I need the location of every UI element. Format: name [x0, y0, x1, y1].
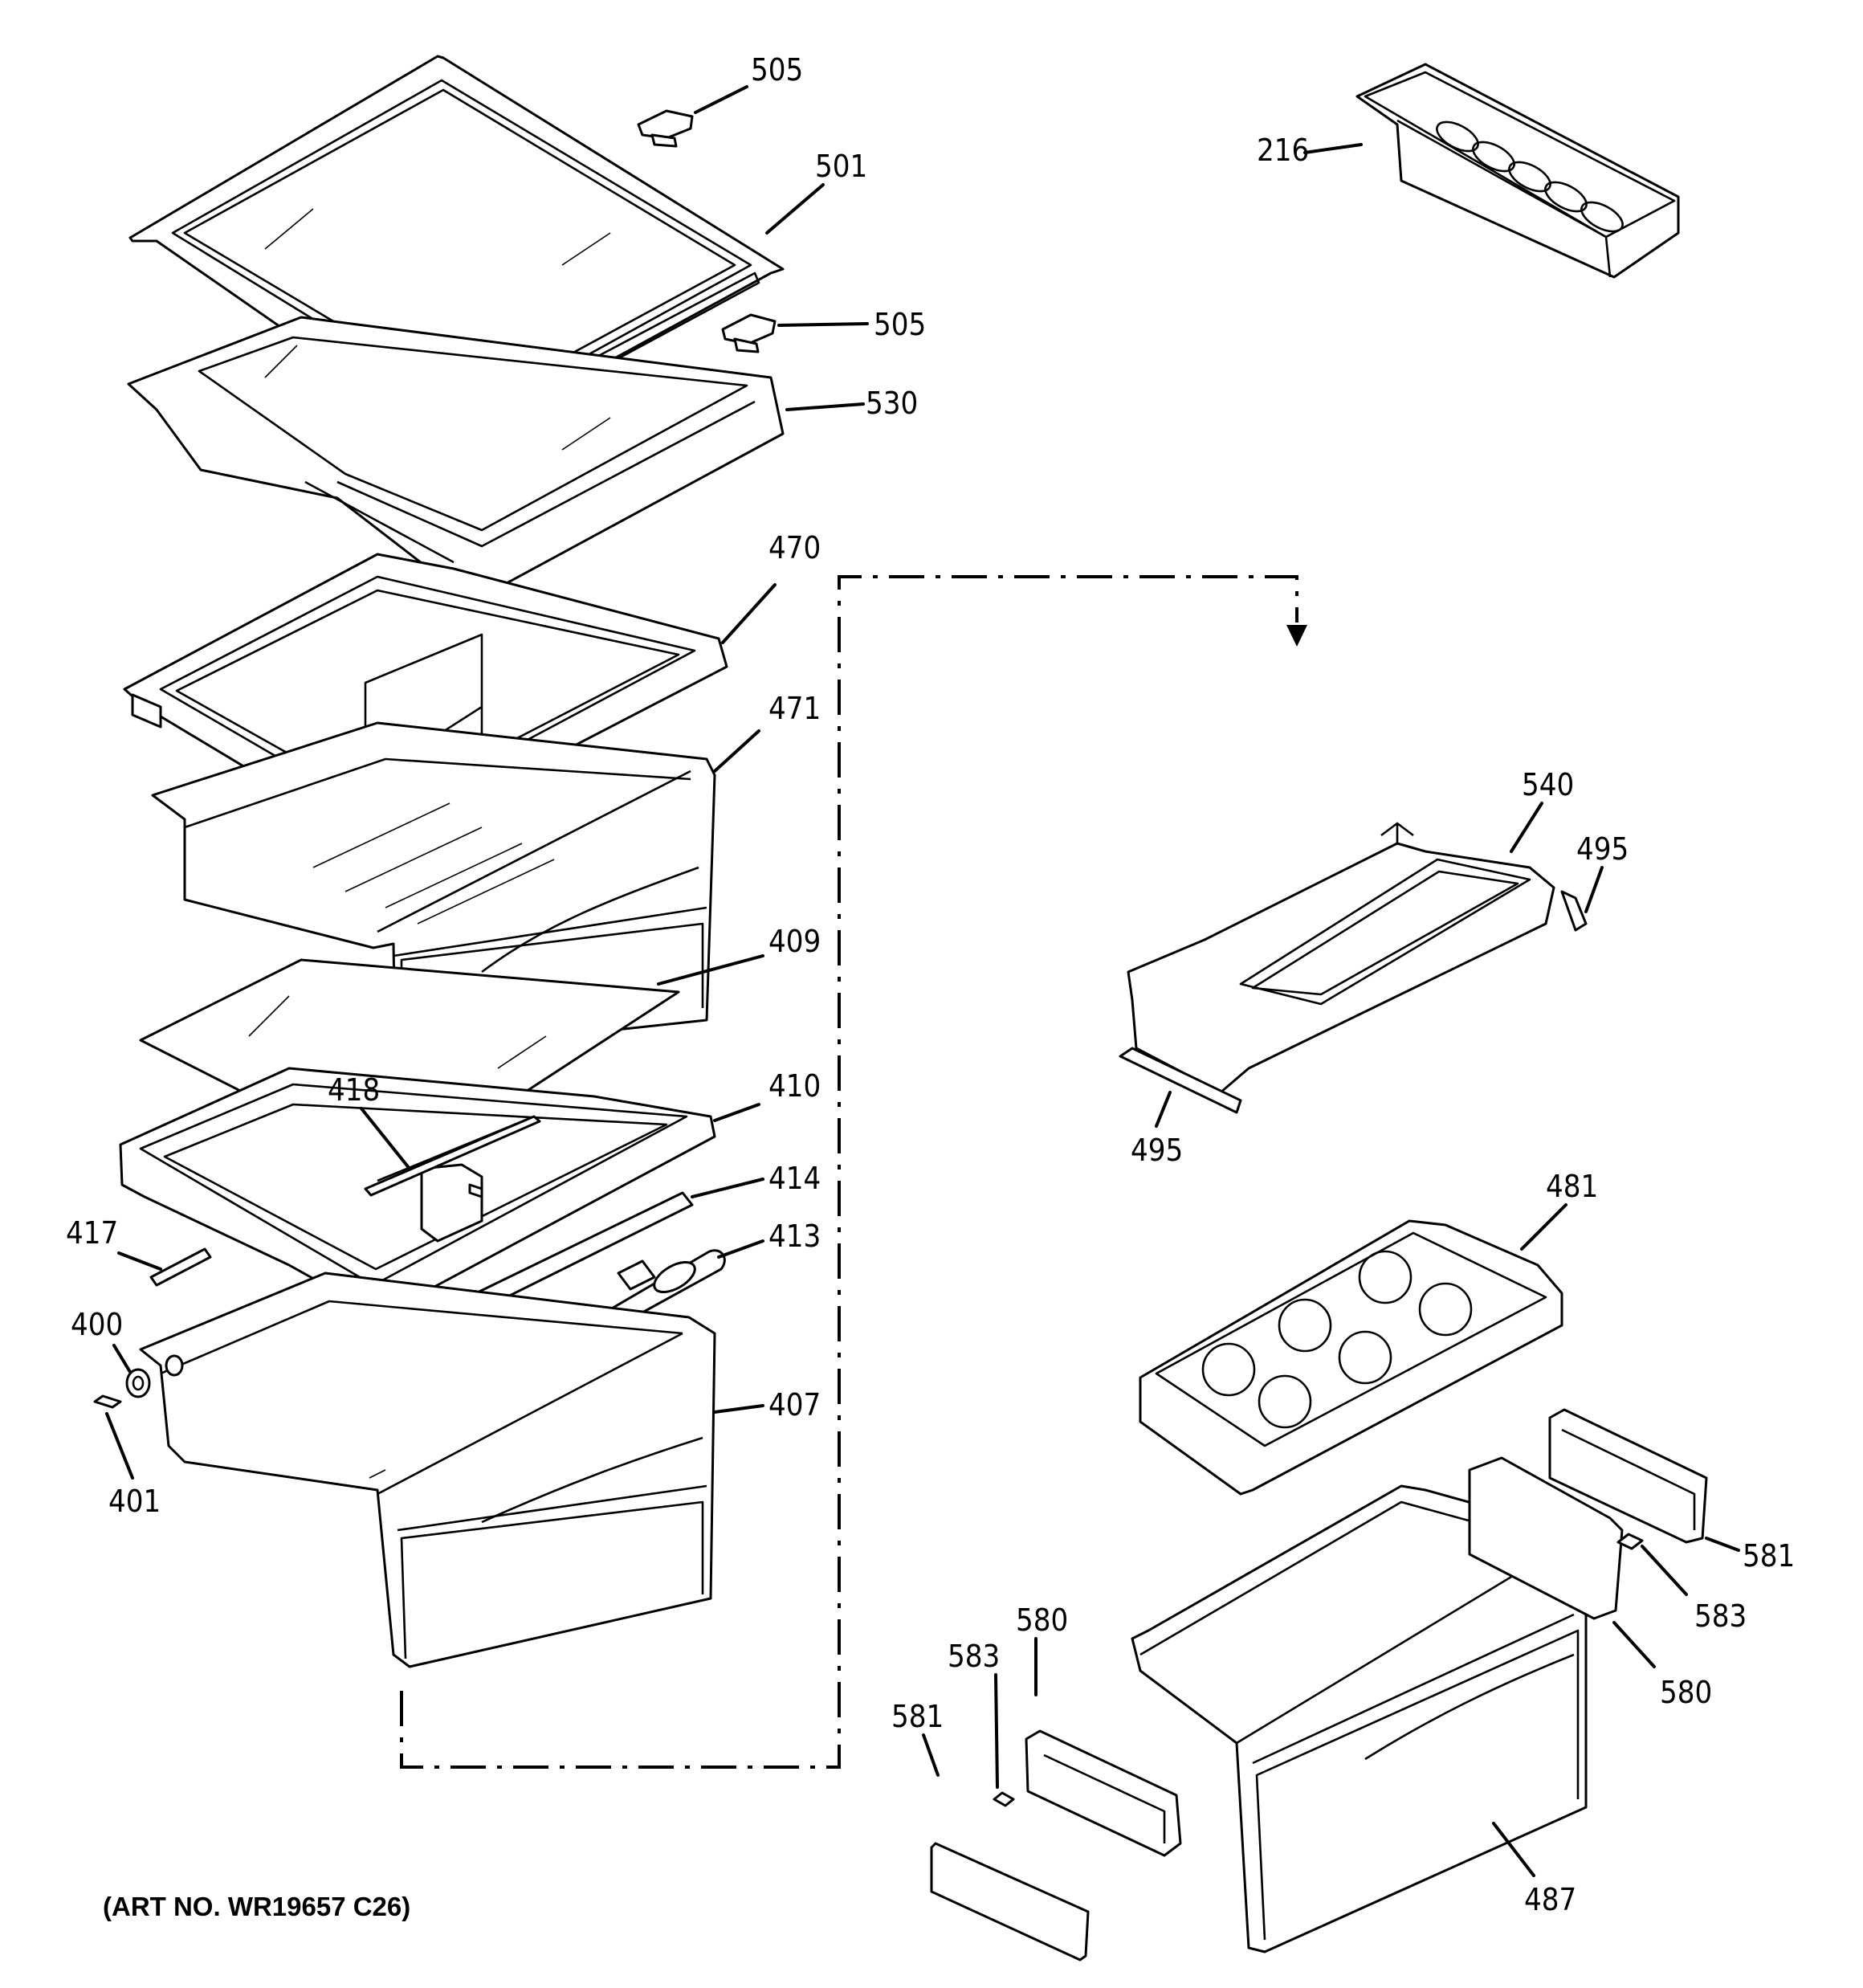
- label-530: 530: [866, 386, 918, 421]
- label-501: 501: [815, 149, 867, 184]
- part-418-rod: [364, 1115, 541, 1197]
- label-580-left: 580: [1016, 1602, 1068, 1638]
- label-505-upper: 505: [751, 52, 803, 88]
- label-470: 470: [768, 530, 821, 565]
- arrow-down-icon: [1286, 625, 1307, 647]
- part-495-rail-lower: [1119, 1047, 1242, 1114]
- part-583-screw-left: [993, 1791, 1015, 1807]
- part-471-drawer: [151, 721, 716, 1054]
- part-581-rail-left: [930, 1842, 1090, 1961]
- label-414: 414: [768, 1161, 821, 1196]
- label-417: 417: [66, 1215, 118, 1251]
- label-505-lower: 505: [874, 307, 926, 342]
- part-505-clip-upper: [637, 109, 694, 148]
- label-410: 410: [768, 1068, 821, 1104]
- part-540-cover: [1127, 822, 1555, 1094]
- part-407-drawer: [139, 1272, 716, 1668]
- label-409: 409: [768, 924, 821, 959]
- part-495-rail-upper: [1560, 890, 1588, 932]
- leader-lines: [105, 85, 1740, 1877]
- label-583-left: 583: [948, 1639, 1000, 1674]
- part-501-glass-shelf: [128, 55, 785, 447]
- dash-dot-reference-line: [400, 575, 1307, 1769]
- label-216: 216: [1257, 133, 1309, 168]
- part-216-egg-tray: [1355, 63, 1680, 279]
- label-400: 400: [71, 1307, 123, 1342]
- part-487-bin: [1131, 1484, 1588, 1953]
- label-407: 407: [768, 1387, 821, 1423]
- label-495-upper: 495: [1576, 831, 1629, 867]
- label-487: 487: [1524, 1882, 1576, 1917]
- label-401: 401: [108, 1484, 161, 1519]
- art-number-caption: (ART NO. WR19657 C26): [103, 1892, 411, 1921]
- part-413-roller: [607, 1249, 726, 1325]
- label-581-left: 581: [891, 1699, 944, 1734]
- label-481: 481: [1546, 1169, 1598, 1204]
- label-583-right: 583: [1694, 1598, 1747, 1634]
- part-400-roller: [125, 1368, 151, 1398]
- part-481-bottle-tray: [1139, 1219, 1563, 1496]
- label-495-lower: 495: [1131, 1133, 1183, 1168]
- label-581-right: 581: [1743, 1538, 1795, 1574]
- part-580-bracket-left: [1025, 1729, 1182, 1857]
- part-583-screw-right: [1616, 1533, 1644, 1550]
- part-581-rail-right: [1548, 1408, 1708, 1544]
- part-417-rod: [149, 1247, 212, 1287]
- label-580-right: 580: [1660, 1675, 1712, 1710]
- part-530-shelf-frame: [127, 316, 785, 600]
- label-540: 540: [1522, 767, 1574, 802]
- part-505-clip-lower: [721, 313, 777, 353]
- label-413: 413: [768, 1219, 821, 1254]
- part-number-labels: 505 501 505 530 470 471 409 418 410 414 …: [66, 52, 1795, 1917]
- part-580-bracket-right: [1468, 1456, 1624, 1620]
- label-471: 471: [768, 691, 821, 726]
- part-401-screw: [93, 1394, 122, 1409]
- label-418: 418: [328, 1072, 380, 1108]
